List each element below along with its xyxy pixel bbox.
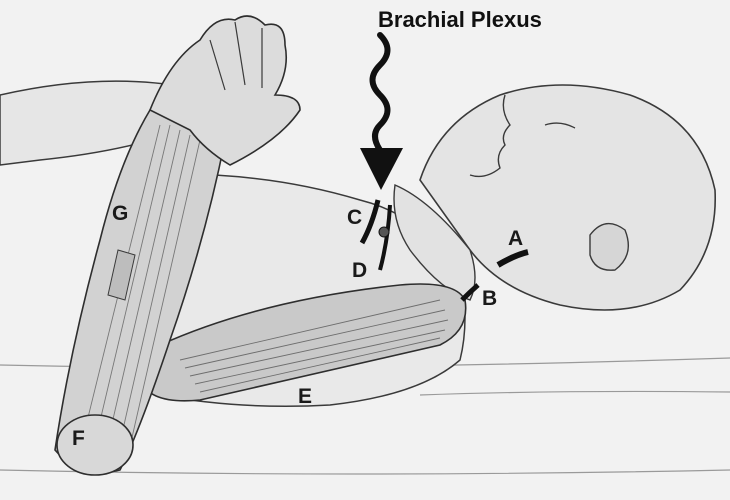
elbow — [56, 414, 134, 476]
label-b: B — [482, 287, 498, 310]
neck-outline — [393, 183, 476, 301]
head-outline — [419, 84, 717, 311]
label-c: C — [347, 206, 363, 229]
label-a: A — [508, 227, 524, 250]
forearm-tendon — [107, 249, 136, 301]
arrow-shaft — [369, 32, 391, 153]
arrow-head — [360, 148, 403, 190]
eye — [544, 122, 576, 129]
label-e: E — [298, 385, 313, 408]
fingers — [209, 21, 263, 91]
label-d: D — [352, 259, 368, 282]
label-f: F — [72, 427, 85, 450]
label-g: G — [112, 202, 129, 225]
ear — [589, 222, 629, 271]
nerve-structures — [359, 199, 529, 302]
face-profile — [469, 94, 511, 178]
diagram-title: Brachial Plexus — [378, 7, 542, 32]
biceps-muscle-fibers — [179, 299, 449, 393]
